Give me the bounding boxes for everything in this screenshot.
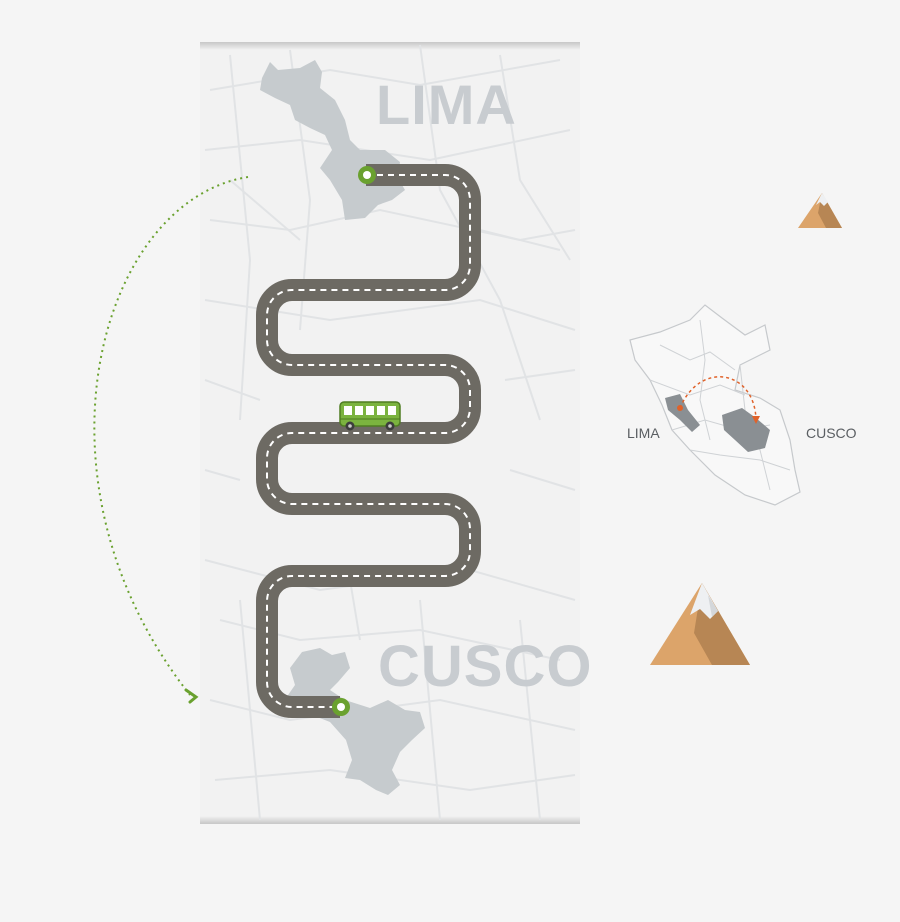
inset-arrow-head-icon — [752, 416, 760, 424]
cusco-region-silhouette — [286, 648, 425, 795]
origin-pin-icon — [358, 166, 376, 184]
arrow-head-icon — [184, 688, 199, 704]
destination-pin-icon — [332, 698, 350, 716]
winding-road — [256, 164, 481, 718]
peru-inset-map: LIMA CUSCO — [627, 304, 857, 506]
bus-icon — [339, 401, 401, 431]
origin-city-label: LIMA — [376, 73, 517, 136]
destination-city-label: CUSCO — [378, 634, 592, 699]
inset-destination-label: CUSCO — [806, 425, 857, 441]
mountain-icon — [650, 583, 750, 665]
route-arrow — [93, 176, 249, 704]
mountain-icon — [798, 193, 842, 228]
cusco-inset-highlight — [722, 408, 770, 452]
lima-inset-highlight — [665, 394, 700, 432]
inset-origin-label: LIMA — [627, 425, 660, 441]
